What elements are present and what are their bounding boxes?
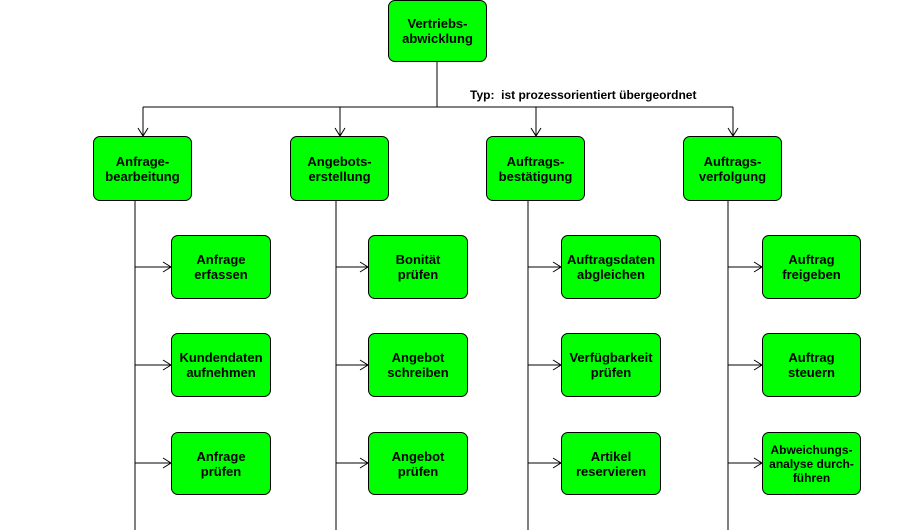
process-node-anfragebearbeitung[interactable]: Anfrage- bearbeitung: [93, 136, 192, 201]
task-node-auftragsdaten-abgleichen[interactable]: Auftragsdaten abgleichen: [561, 235, 661, 299]
task-node-verfuegbarkeit-pruefen[interactable]: Verfügbarkeit prüfen: [561, 333, 661, 397]
task-node-anfrage-pruefen[interactable]: Anfrage prüfen: [171, 432, 271, 495]
task-node-kundendaten-aufnehmen[interactable]: Kundendaten aufnehmen: [171, 333, 271, 397]
process-node-auftragsbestaetigung[interactable]: Auftrags- bestätigung: [486, 136, 585, 201]
task-node-bonitaet-pruefen[interactable]: Bonität prüfen: [368, 235, 468, 299]
root-node[interactable]: Vertriebs- abwicklung: [388, 0, 487, 62]
relation-type-label: Typ: ist prozessorientiert übergeordnet: [470, 88, 697, 102]
task-node-angebot-schreiben[interactable]: Angebot schreiben: [368, 333, 468, 397]
task-node-angebot-pruefen[interactable]: Angebot prüfen: [368, 432, 468, 495]
process-node-auftragsverfolgung[interactable]: Auftrags- verfolgung: [683, 136, 782, 201]
task-node-auftrag-freigeben[interactable]: Auftrag freigeben: [762, 235, 861, 299]
task-node-anfrage-erfassen[interactable]: Anfrage erfassen: [171, 235, 271, 299]
process-node-angebotserstellung[interactable]: Angebots- erstellung: [290, 136, 389, 201]
task-node-auftrag-steuern[interactable]: Auftrag steuern: [762, 333, 861, 397]
task-node-abweichungsanalyse-durchfuehren[interactable]: Abweichungs- analyse durch- führen: [762, 432, 861, 495]
task-node-artikel-reservieren[interactable]: Artikel reservieren: [561, 432, 661, 495]
